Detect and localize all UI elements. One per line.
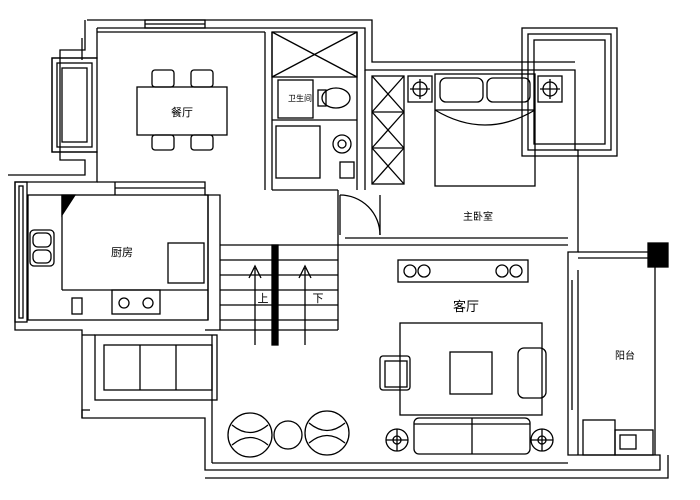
side-table-lamps — [385, 428, 554, 452]
tv-cabinet — [397, 259, 529, 283]
stair-label-up: 上 — [258, 292, 269, 305]
storage-cabinet — [103, 344, 213, 391]
armchair-left — [379, 355, 411, 391]
balcony-frame — [571, 251, 656, 455]
armchair-right — [517, 347, 547, 399]
nightstand-lamps — [407, 75, 563, 103]
stair-label-down: 下 — [313, 292, 324, 305]
room-label-living-room: 客厅 — [453, 299, 479, 315]
dining-table-set — [136, 69, 228, 151]
master-bed — [434, 73, 536, 187]
room-label-dining: 餐厅 — [171, 105, 193, 119]
dining-top-window — [144, 19, 206, 29]
staircase — [220, 244, 338, 346]
dining-window-bay — [51, 57, 98, 153]
round-table-chairs — [227, 410, 350, 458]
bedroom-bay-window — [521, 27, 618, 157]
kitchen-window — [14, 181, 28, 323]
bedroom-door — [339, 194, 381, 236]
room-label-master-bedroom: 主卧室 — [463, 210, 493, 223]
bedroom-wardrobe — [371, 75, 405, 185]
coffee-table — [449, 351, 493, 395]
bathroom-fixtures — [275, 79, 355, 179]
sofa — [413, 417, 531, 455]
room-label-balcony: 阳台 — [615, 349, 635, 362]
room-label-kitchen: 厨房 — [111, 246, 133, 259]
structural-column — [647, 242, 669, 268]
living-rug — [399, 322, 543, 416]
bathroom-fixture-label: 卫生间 — [288, 93, 312, 103]
washing-machine-area — [582, 419, 654, 456]
kitchen-fixtures — [29, 229, 205, 315]
